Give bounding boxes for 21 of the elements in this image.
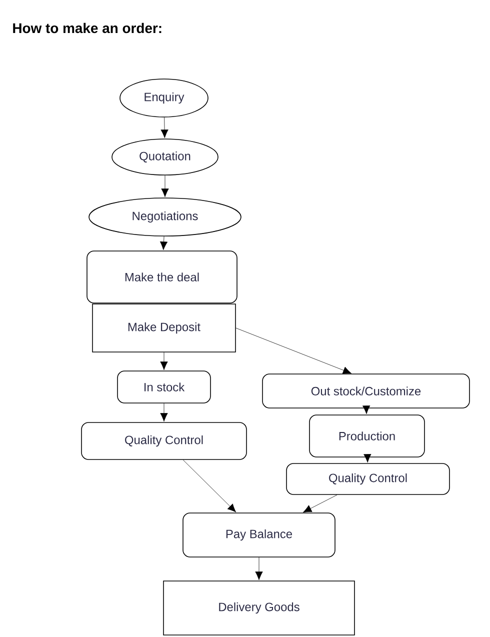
arrow (160, 236, 168, 250)
arrow (182, 460, 236, 512)
arrow (160, 403, 168, 422)
step-box: Production (309, 414, 425, 458)
step-box: In stock (117, 370, 211, 404)
arrow (236, 328, 352, 374)
arrow (302, 494, 338, 512)
step-box: Delivery Goods (163, 580, 355, 636)
step-box: Quality Control (286, 463, 450, 495)
arrow (160, 352, 168, 370)
arrow (160, 117, 168, 138)
step-box: Make Deposit (92, 304, 236, 352)
step-box: Out stock/Customize (262, 374, 470, 408)
title: How to make an order: (13, 22, 162, 34)
step-box: Quality Control (81, 422, 247, 460)
arrow (161, 175, 169, 198)
step-box: Make the deal (86, 250, 238, 304)
step-box: Pay Balance (182, 512, 336, 558)
arrow (364, 454, 372, 463)
arrow (255, 557, 263, 580)
arrow (362, 406, 370, 414)
